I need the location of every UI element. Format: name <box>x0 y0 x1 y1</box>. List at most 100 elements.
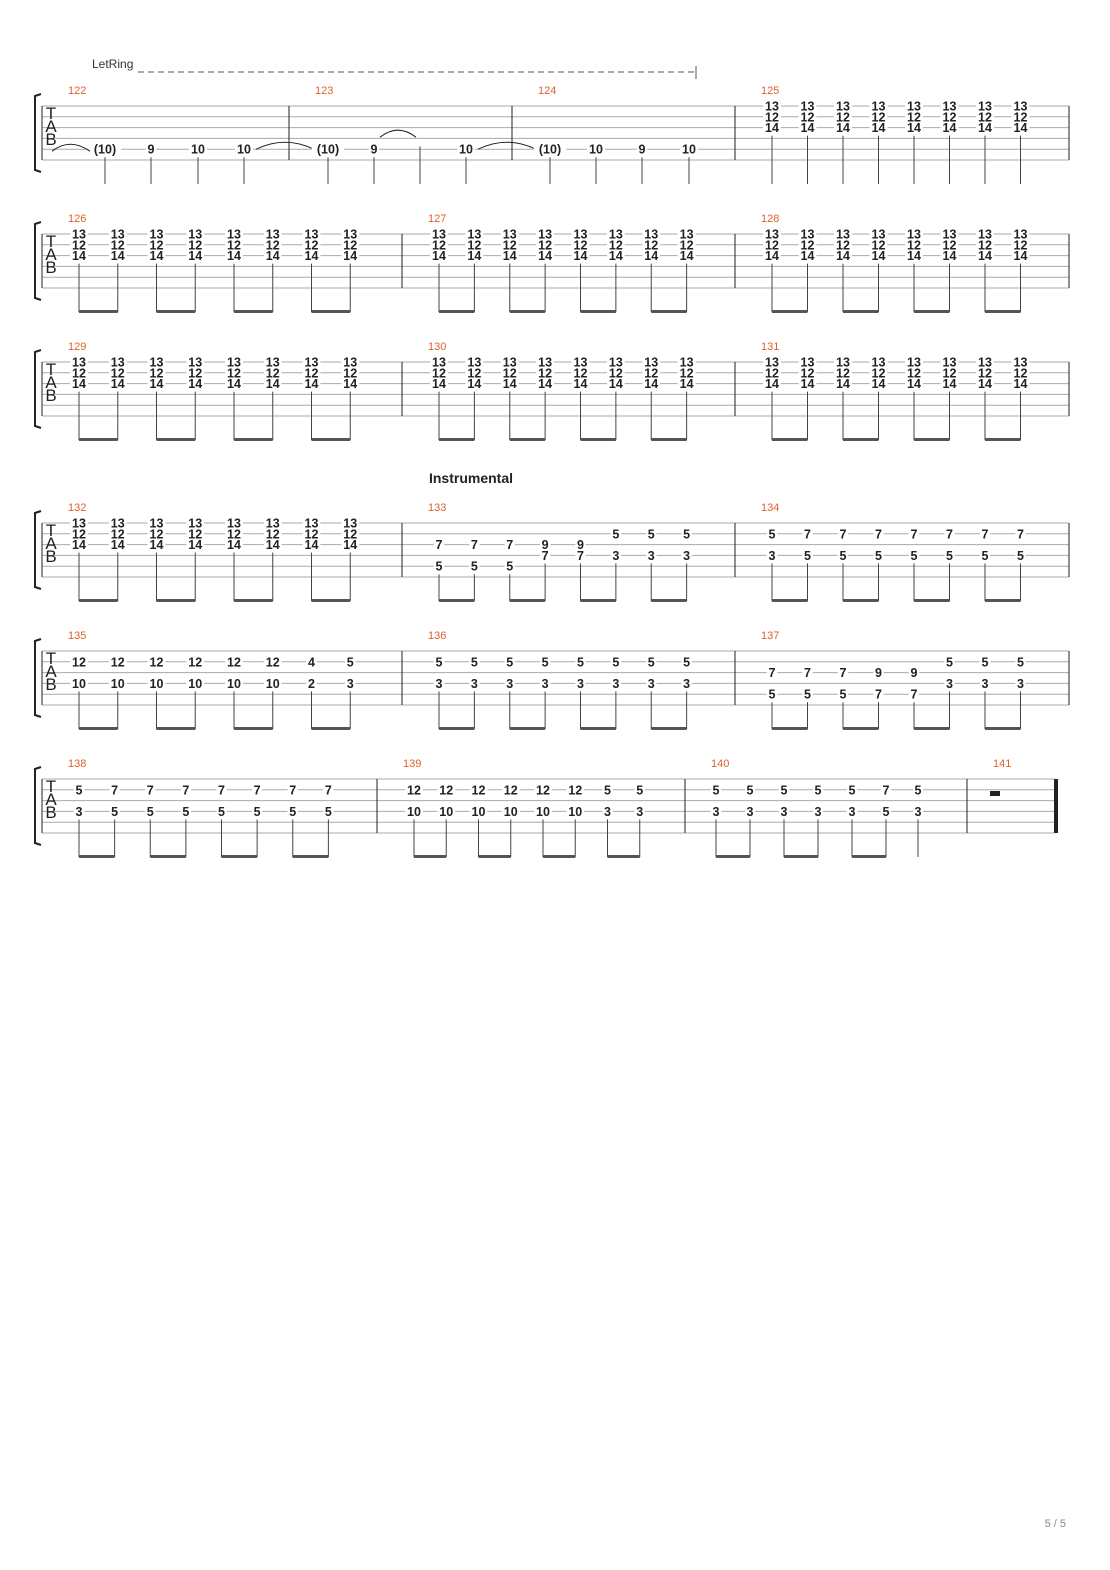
fret-number: 14 <box>72 377 86 391</box>
fret-background <box>869 249 888 261</box>
measure-number: 122 <box>68 85 86 97</box>
fret-background <box>798 100 817 111</box>
fret-number: 14 <box>432 249 446 263</box>
fret-background <box>873 549 884 561</box>
tab-system: TAB1291312141312141312141312141312141312… <box>34 341 1070 441</box>
fret-number: 3 <box>347 677 354 691</box>
beam <box>79 855 115 858</box>
beam <box>156 727 196 730</box>
beam <box>716 855 750 858</box>
fret-number: 12 <box>907 366 921 380</box>
beam <box>985 727 1021 730</box>
tie-arc <box>477 141 537 150</box>
fret-background <box>763 228 781 239</box>
fret-background <box>681 655 692 667</box>
fret-number: 5 <box>769 527 776 541</box>
measure-number: 141 <box>993 758 1011 770</box>
fret-number: 5 <box>804 549 811 563</box>
fret-background <box>610 677 622 689</box>
fret-background <box>189 143 207 155</box>
fret-background <box>798 356 817 367</box>
tab-system: InstrumentalTAB1321312141312141312141312… <box>34 470 1070 602</box>
fret-number: 14 <box>765 249 779 263</box>
fret-number: 5 <box>218 805 225 819</box>
fret-background <box>287 783 298 795</box>
fret-background <box>465 356 484 367</box>
beam <box>478 855 511 858</box>
fret-background <box>433 677 445 689</box>
fret-number: 14 <box>978 121 992 135</box>
fret-background <box>940 100 959 111</box>
fret-number: 3 <box>636 805 643 819</box>
fret-number: 5 <box>781 783 788 797</box>
fret-number: 13 <box>72 517 86 531</box>
fret-number: 13 <box>266 228 280 242</box>
fret-number: 3 <box>648 549 655 563</box>
fret-background <box>571 366 590 378</box>
fret-number: 14 <box>188 538 202 552</box>
fret-number: 12 <box>943 238 957 252</box>
fret-number: 13 <box>765 356 779 370</box>
fret-number: 5 <box>612 527 619 541</box>
fret-number: 13 <box>111 228 125 242</box>
fret-background <box>778 805 790 817</box>
fret-background <box>976 228 994 239</box>
fret-number: 9 <box>577 538 584 552</box>
fret-background <box>846 783 858 795</box>
fret-background <box>536 249 555 261</box>
fret-number: 5 <box>325 805 332 819</box>
fret-number: 13 <box>801 100 815 114</box>
fret-background <box>341 238 360 250</box>
fret-background <box>710 805 722 817</box>
tab-clef-letter: A <box>45 245 57 264</box>
fret-background <box>642 377 661 389</box>
fret-number: 12 <box>72 655 86 669</box>
fret-background <box>108 228 127 239</box>
tab-clef-letter: T <box>46 521 56 540</box>
fret-background <box>225 677 243 689</box>
fret-background <box>108 527 127 539</box>
fret-number: 7 <box>218 783 225 797</box>
fret-background <box>70 538 88 550</box>
fret-background <box>606 238 625 250</box>
fret-background <box>302 238 321 250</box>
tab-clef-letter: T <box>46 232 56 251</box>
fret-background <box>606 228 625 239</box>
fret-background <box>311 143 345 155</box>
beam <box>234 727 273 730</box>
fret-number: 5 <box>542 655 549 669</box>
fret-number: 14 <box>765 377 779 391</box>
fret-background <box>1011 121 1030 133</box>
fret-number: 13 <box>72 356 86 370</box>
fret-number: 12 <box>472 783 486 797</box>
fret-background <box>186 366 205 378</box>
fret-number: 7 <box>1017 527 1024 541</box>
fret-background <box>976 238 994 250</box>
fret-number: 5 <box>840 549 847 563</box>
fret-number: 12 <box>503 238 517 252</box>
fret-number: 3 <box>604 805 611 819</box>
fret-number: 7 <box>325 783 332 797</box>
fret-background <box>145 143 157 155</box>
fret-background <box>802 527 813 539</box>
tab-clef-letter: B <box>45 547 56 566</box>
fret-background <box>940 110 959 122</box>
fret-number: 3 <box>436 677 443 691</box>
fret-number: 14 <box>801 377 815 391</box>
fret-background <box>798 366 817 378</box>
fret-background <box>908 527 920 539</box>
fret-background <box>571 238 590 250</box>
fret-number: 13 <box>574 356 588 370</box>
fret-background <box>636 143 648 155</box>
fret-background <box>469 677 480 689</box>
fret-number: 10 <box>150 677 164 691</box>
fret-number: 14 <box>943 121 957 135</box>
fret-background <box>430 238 448 250</box>
fret-background <box>405 783 423 795</box>
fret-number: 12 <box>111 527 125 541</box>
fret-background <box>186 249 205 261</box>
fret-number: 3 <box>542 677 549 691</box>
fret-number: 9 <box>639 143 646 157</box>
fret-number: 12 <box>188 238 202 252</box>
fret-background <box>766 666 778 678</box>
